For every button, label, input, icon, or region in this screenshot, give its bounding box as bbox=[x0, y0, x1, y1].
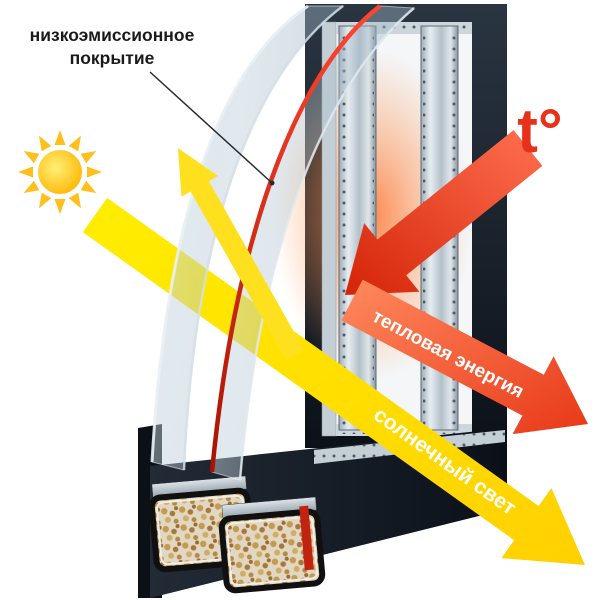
temperature-label: t° bbox=[517, 97, 562, 166]
sunlight-arrow bbox=[82, 197, 586, 565]
coating-label-line2: покрытие bbox=[70, 48, 155, 68]
spacer-cross-section-2 bbox=[218, 496, 326, 594]
coating-edge-strip bbox=[299, 505, 314, 571]
thermal-energy-arrow bbox=[341, 279, 588, 435]
incoming-heat-arrow bbox=[345, 130, 543, 295]
coating-pointer-line bbox=[149, 71, 273, 184]
coating-pointer-dot bbox=[269, 180, 275, 186]
desiccant-granules-2 bbox=[218, 508, 326, 594]
low-e-coating-line bbox=[209, 4, 382, 473]
coating-label: низкоэмиссионное покрытие bbox=[30, 25, 275, 186]
sun-icon bbox=[18, 130, 102, 214]
glass-panes bbox=[150, 4, 416, 481]
coating-label-line1: низкоэмиссионное bbox=[30, 25, 195, 45]
reflected-light-arrow bbox=[178, 148, 305, 361]
